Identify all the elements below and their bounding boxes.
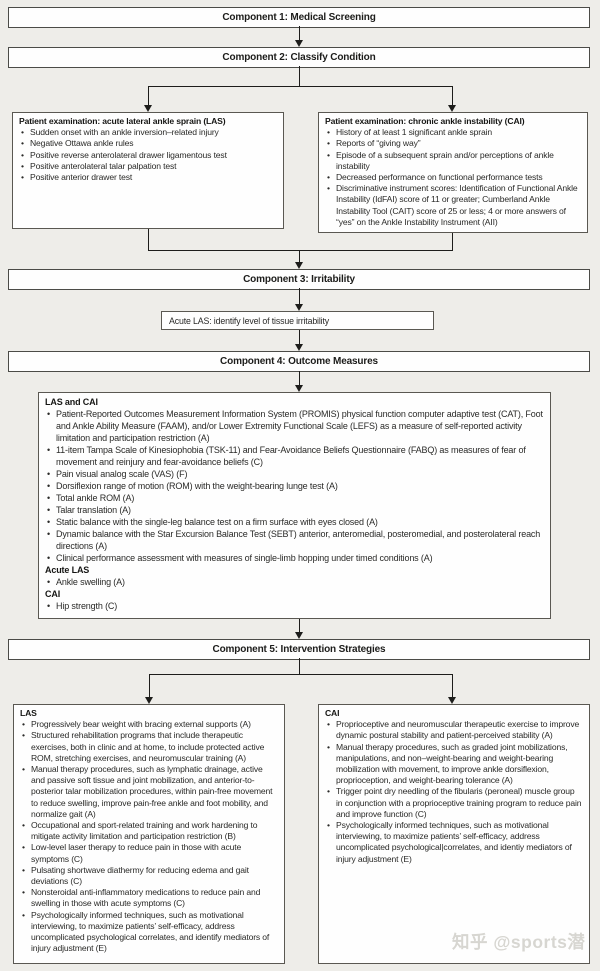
list-item: Talar translation (A) <box>45 504 543 516</box>
list-item: Discriminative instrument scores: Identi… <box>325 183 580 228</box>
connector-line <box>148 86 453 88</box>
connector-line <box>148 86 150 106</box>
outcomes-list-cai: Hip strength (C) <box>45 600 543 612</box>
list-item: Positive reverse anterolateral drawer li… <box>19 150 276 161</box>
arrow-down-icon <box>144 105 152 112</box>
arrow-down-icon <box>295 632 303 639</box>
intervention-las-list: Progressively bear weight with bracing e… <box>20 719 277 954</box>
connector-line <box>452 86 454 106</box>
intervention-cai-title: CAI <box>325 708 340 718</box>
list-item: Pain visual analog scale (VAS) (F) <box>45 468 543 480</box>
list-item: Patient-Reported Outcomes Measurement In… <box>45 408 543 444</box>
list-item: Hip strength (C) <box>45 600 543 612</box>
list-item: Decreased performance on functional perf… <box>325 172 580 183</box>
arrow-down-icon <box>295 344 303 351</box>
arrow-down-icon <box>145 697 153 704</box>
list-item: Pulsating shortwave diathermy for reduci… <box>20 865 277 887</box>
irritability-note-text: Acute LAS: identify level of tissue irri… <box>169 315 330 326</box>
list-item: Psychologically informed techniques, suc… <box>325 820 582 865</box>
arrow-down-icon <box>448 105 456 112</box>
arrow-down-icon <box>295 40 303 47</box>
intervention-las-box: LAS Progressively bear weight with braci… <box>13 704 285 964</box>
outcomes-heading-las-cai: LAS and CAI <box>45 397 98 407</box>
component-3-bar: Component 3: Irritability <box>8 269 590 290</box>
outcomes-box: LAS and CAI Patient-Reported Outcomes Me… <box>38 392 551 619</box>
outcomes-heading-acute-las: Acute LAS <box>45 565 90 575</box>
arrow-down-icon <box>295 385 303 392</box>
connector-line <box>299 330 301 345</box>
list-item: Episode of a subsequent sprain and/or pe… <box>325 150 580 172</box>
list-item: Positive anterolateral talar palpation t… <box>19 161 276 172</box>
list-item: Proprioceptive and neuromuscular therape… <box>325 719 582 741</box>
exam-cai-box: Patient examination: chronic ankle insta… <box>318 112 588 233</box>
connector-line <box>452 233 454 250</box>
outcomes-list-acute-las: Ankle swelling (A) <box>45 576 543 588</box>
list-item: Low-level laser therapy to reduce pain i… <box>20 842 277 864</box>
list-item: Occupational and sport-related training … <box>20 820 277 842</box>
list-item: Structured rehabilitation programs that … <box>20 730 277 764</box>
list-item: Dorsiflexion range of motion (ROM) with … <box>45 480 543 492</box>
exam-las-title: Patient examination: acute lateral ankle… <box>19 116 226 126</box>
component-5-bar: Component 5: Intervention Strategies <box>8 639 590 660</box>
list-item: Progressively bear weight with bracing e… <box>20 719 277 730</box>
outcomes-list-las-cai: Patient-Reported Outcomes Measurement In… <box>45 408 543 564</box>
connector-line <box>148 229 150 250</box>
list-item: Positive anterior drawer test <box>19 172 276 183</box>
list-item: Psychologically informed techniques, suc… <box>20 910 277 955</box>
list-item: Manual therapy procedures, such as grade… <box>325 742 582 787</box>
intervention-cai-list: Proprioceptive and neuromuscular therape… <box>325 719 582 865</box>
irritability-note-box: Acute LAS: identify level of tissue irri… <box>161 311 434 330</box>
list-item: Static balance with the single-leg balan… <box>45 516 543 528</box>
list-item: Total ankle ROM (A) <box>45 492 543 504</box>
connector-line <box>299 619 301 633</box>
connector-line <box>452 674 454 698</box>
list-item: Dynamic balance with the Star Excursion … <box>45 528 543 552</box>
watermark-text: 知乎 @sports潜 <box>452 932 586 952</box>
list-item: Clinical performance assessment with mea… <box>45 552 543 564</box>
connector-line <box>299 371 301 386</box>
list-item: Negative Ottawa ankle rules <box>19 138 276 149</box>
connector-line <box>299 658 301 675</box>
list-item: Nonsteroidal anti-inflammatory medicatio… <box>20 887 277 909</box>
connector-line <box>149 674 151 698</box>
arrow-down-icon <box>295 304 303 311</box>
intervention-cai-box: CAI Proprioceptive and neuromuscular the… <box>318 704 590 964</box>
list-item: Sudden onset with an ankle inversion–rel… <box>19 127 276 138</box>
component-2-bar: Component 2: Classify Condition <box>8 47 590 68</box>
connector-line <box>149 674 453 676</box>
list-item: Trigger point dry needling of the fibula… <box>325 786 582 820</box>
list-item: Ankle swelling (A) <box>45 576 543 588</box>
list-item: History of at least 1 significant ankle … <box>325 127 580 138</box>
exam-cai-title: Patient examination: chronic ankle insta… <box>325 116 525 126</box>
connector-line <box>299 26 301 41</box>
arrow-down-icon <box>448 697 456 704</box>
list-item: Manual therapy procedures, such as lymph… <box>20 764 277 820</box>
arrow-down-icon <box>295 262 303 269</box>
connector-line <box>148 250 453 252</box>
exam-cai-list: History of at least 1 significant ankle … <box>325 127 580 228</box>
component-4-bar: Component 4: Outcome Measures <box>8 351 590 372</box>
list-item: Reports of “giving way” <box>325 138 580 149</box>
exam-las-box: Patient examination: acute lateral ankle… <box>12 112 284 229</box>
component-1-bar: Component 1: Medical Screening <box>8 7 590 28</box>
intervention-las-title: LAS <box>20 708 37 718</box>
list-item: 11-item Tampa Scale of Kinesiophobia (TS… <box>45 444 543 468</box>
outcomes-heading-cai: CAI <box>45 589 61 599</box>
connector-line <box>299 288 301 305</box>
exam-las-list: Sudden onset with an ankle inversion–rel… <box>19 127 276 183</box>
connector-line <box>299 66 301 86</box>
connector-line <box>299 250 301 263</box>
